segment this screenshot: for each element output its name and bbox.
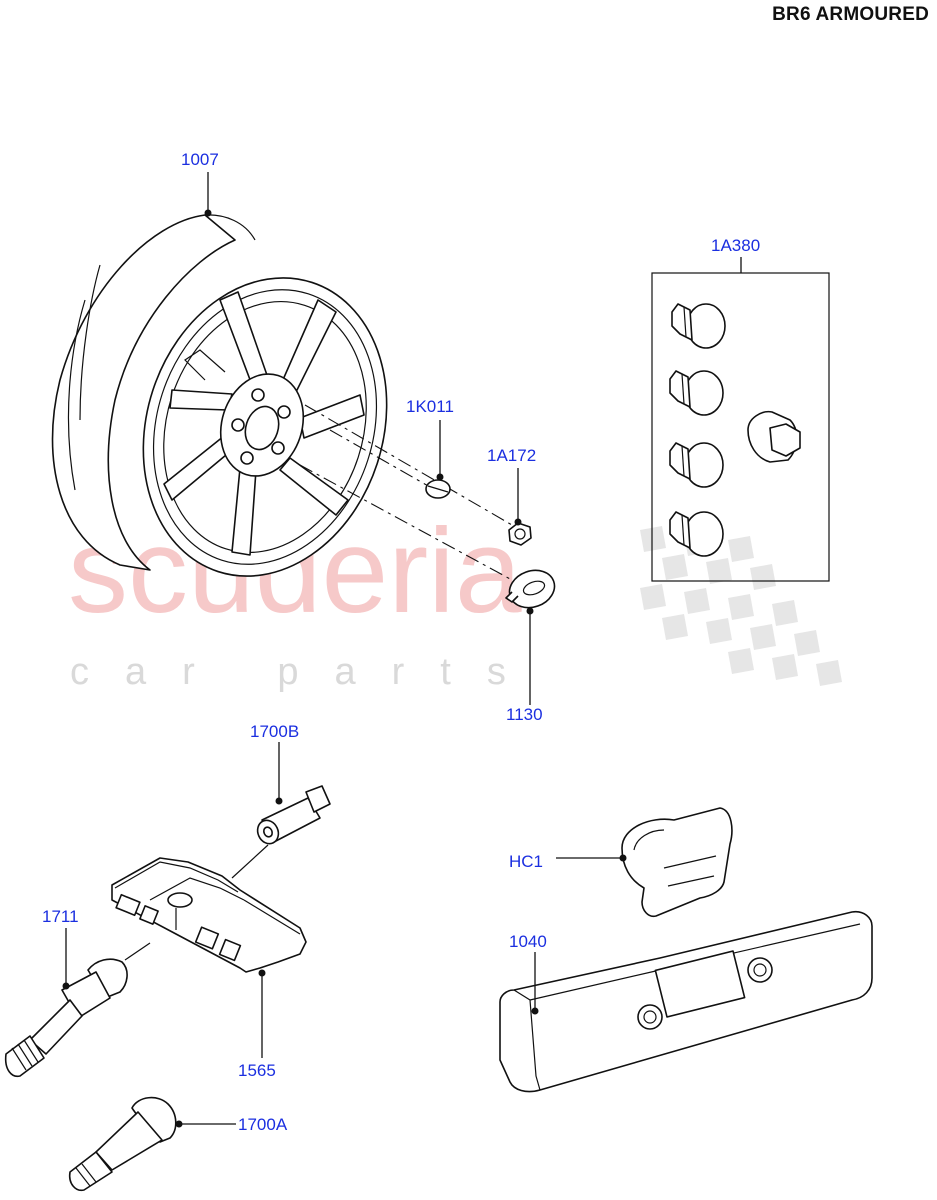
- callout-1A172[interactable]: 1A172: [487, 446, 537, 465]
- tpms-sensor[interactable]: [111, 857, 307, 973]
- assembly-line: [124, 942, 151, 961]
- locking-nut-kit[interactable]: [669, 303, 801, 557]
- wheel-nut[interactable]: [425, 479, 451, 499]
- tpms-valve-stem[interactable]: [4, 958, 128, 1078]
- watermark-tagline: car parts: [70, 651, 542, 693]
- assembly-line: [304, 404, 513, 526]
- callout-HC1[interactable]: HC1: [509, 852, 544, 871]
- callout-1565[interactable]: 1565: [238, 1061, 276, 1080]
- callout-1K011[interactable]: 1K011: [406, 397, 454, 416]
- leader-lines: [62, 172, 742, 1128]
- center-cap[interactable]: [504, 564, 560, 614]
- callout-1700B[interactable]: 1700B: [250, 722, 300, 741]
- callout-1007[interactable]: 1007: [181, 150, 219, 169]
- balance-weight[interactable]: [499, 910, 873, 1093]
- assembly-line: [231, 844, 269, 879]
- alloy-wheel[interactable]: [51, 214, 425, 608]
- snap-in-valve[interactable]: [68, 1096, 177, 1192]
- watermark: scuderia car parts: [68, 504, 842, 693]
- diagram-title: BR6 ARMOURED: [772, 4, 929, 25]
- callout-1040[interactable]: 1040: [509, 932, 547, 951]
- weight-clip[interactable]: [621, 807, 733, 918]
- checkered-flag-icon: [640, 526, 842, 686]
- callout-1711[interactable]: 1711: [42, 907, 79, 926]
- assembly-line: [299, 464, 513, 581]
- callout-1A380[interactable]: 1A380: [711, 236, 761, 255]
- callout-1700A[interactable]: 1700A: [238, 1115, 288, 1134]
- callout-1130[interactable]: 1130: [506, 705, 543, 724]
- sensor-screw[interactable]: [254, 785, 331, 847]
- assembly-line: [329, 429, 431, 488]
